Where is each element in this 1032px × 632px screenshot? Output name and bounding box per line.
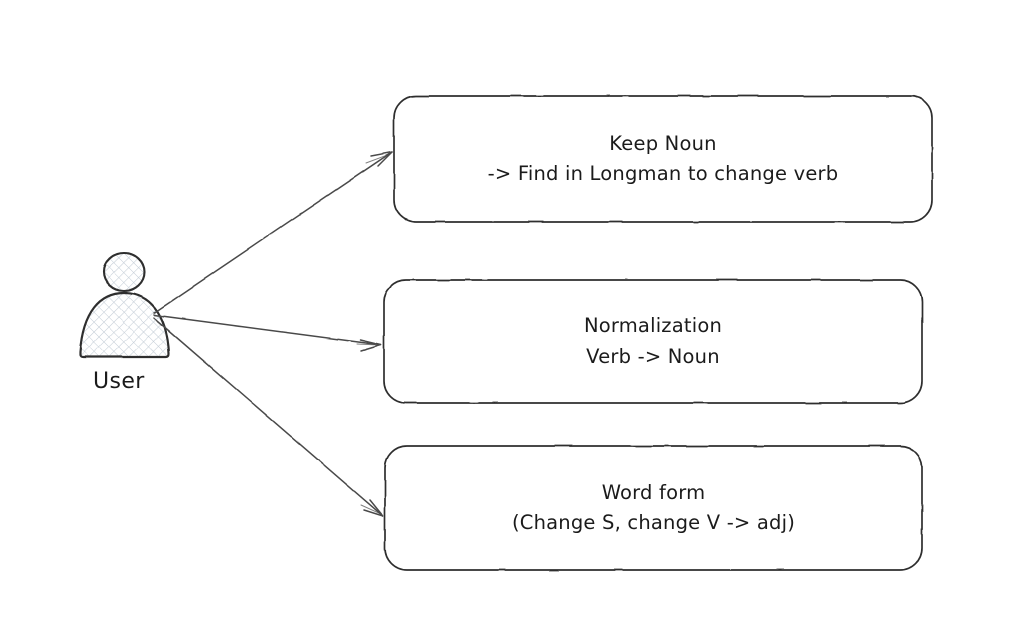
process-box-word-form[interactable]: [384, 445, 923, 571]
connector-arrows-group: [153, 151, 393, 517]
person-icon: [78, 251, 171, 359]
person-head-icon: [102, 251, 146, 293]
process-box-normalization[interactable]: [383, 279, 923, 404]
process-box-keep-noun[interactable]: [393, 95, 933, 223]
arrow-user-to-normalization: [153, 314, 382, 352]
arrow-user-to-keep-noun: [153, 151, 393, 314]
person-body-icon: [78, 291, 171, 359]
arrow-user-to-word-form: [153, 317, 384, 517]
process-boxes-group: [383, 95, 933, 571]
